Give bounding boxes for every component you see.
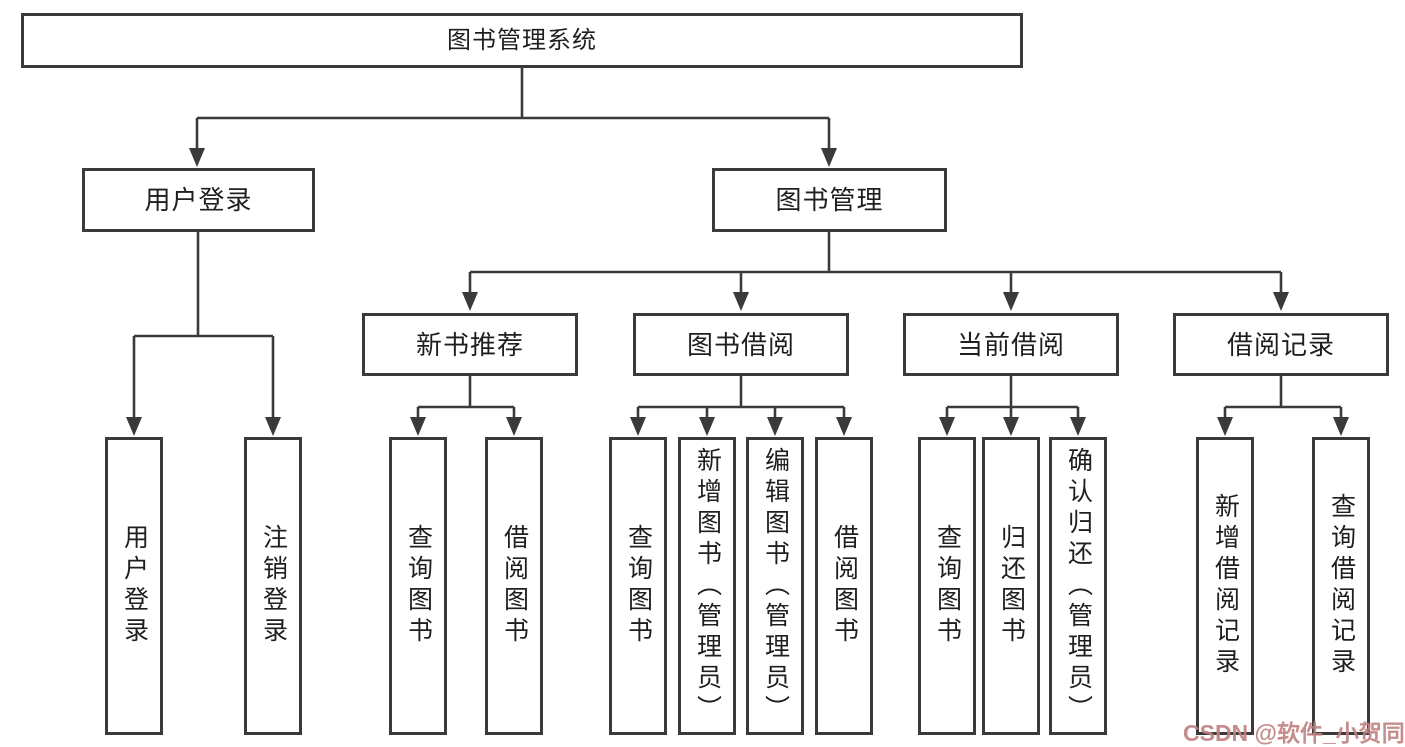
- leaf-logout-label: 注销登录: [259, 524, 288, 648]
- leaf-br-query-record-label: 查询借阅记录: [1327, 493, 1356, 679]
- node-user-login-label: 用户登录: [144, 185, 253, 215]
- connector-book-borrow-to-leaves: [630, 375, 852, 436]
- connector-new-book-rec-to-leaves: [410, 375, 522, 436]
- node-root-label: 图书管理系统: [447, 26, 597, 54]
- leaf-nb-borrow-books-label: 借阅图书: [500, 524, 529, 648]
- leaf-bb-query-books-label: 查询图书: [624, 524, 653, 648]
- leaf-cb-confirm-return-admin: 确认归还（管理员）: [1049, 437, 1107, 735]
- leaf-cb-query-books-label: 查询图书: [933, 524, 962, 648]
- leaf-nb-query-books: 查询图书: [389, 437, 447, 735]
- node-new-book-rec-label: 新书推荐: [415, 329, 524, 360]
- node-book-mgmt-label: 图书管理: [775, 185, 884, 215]
- node-borrow-record-label: 借阅记录: [1226, 329, 1335, 360]
- node-book-mgmt: 图书管理: [712, 168, 947, 232]
- node-root: 图书管理系统: [21, 13, 1023, 68]
- node-book-borrow-label: 图书借阅: [686, 329, 795, 360]
- leaf-br-query-record: 查询借阅记录: [1312, 437, 1370, 735]
- leaf-nb-borrow-books: 借阅图书: [485, 437, 543, 735]
- leaf-user-login: 用户登录: [105, 437, 163, 735]
- csdn-watermark: CSDN @软件_小贺同学: [1183, 720, 1405, 746]
- leaf-bb-query-books: 查询图书: [609, 437, 667, 735]
- leaf-bb-add-books-admin-label: 新增图书（管理员）: [693, 446, 722, 726]
- connector-book-mgmt-to-level3: [462, 231, 1289, 311]
- leaf-cb-return-books-label: 归还图书: [997, 524, 1026, 648]
- leaf-br-add-record-label: 新增借阅记录: [1211, 493, 1240, 679]
- leaf-bb-edit-books-admin: 编辑图书（管理员）: [746, 437, 804, 735]
- leaf-bb-borrow-books-label: 借阅图书: [830, 524, 859, 648]
- leaf-bb-borrow-books: 借阅图书: [815, 437, 873, 735]
- leaf-br-add-record: 新增借阅记录: [1196, 437, 1254, 735]
- node-user-login: 用户登录: [82, 168, 315, 232]
- leaf-cb-return-books: 归还图书: [982, 437, 1040, 735]
- leaf-nb-query-books-label: 查询图书: [404, 524, 433, 648]
- leaf-bb-add-books-admin: 新增图书（管理员）: [678, 437, 736, 735]
- leaf-cb-query-books: 查询图书: [918, 437, 976, 735]
- connector-borrow-record-to-leaves: [1217, 375, 1349, 436]
- leaf-cb-confirm-return-admin-label: 确认归还（管理员）: [1064, 446, 1093, 726]
- node-new-book-rec: 新书推荐: [362, 313, 578, 376]
- leaf-logout: 注销登录: [244, 437, 302, 735]
- connector-user-login-to-leaves: [126, 230, 281, 436]
- node-borrow-record: 借阅记录: [1173, 313, 1389, 376]
- node-book-borrow: 图书借阅: [633, 313, 849, 376]
- leaf-bb-edit-books-admin-label: 编辑图书（管理员）: [761, 446, 790, 726]
- node-current-borrow-label: 当前借阅: [956, 329, 1065, 360]
- connector-current-borrow-to-leaves: [939, 375, 1086, 436]
- leaf-user-login-label: 用户登录: [120, 524, 149, 648]
- node-current-borrow: 当前借阅: [903, 313, 1119, 376]
- connector-root-to-level2: [189, 68, 837, 167]
